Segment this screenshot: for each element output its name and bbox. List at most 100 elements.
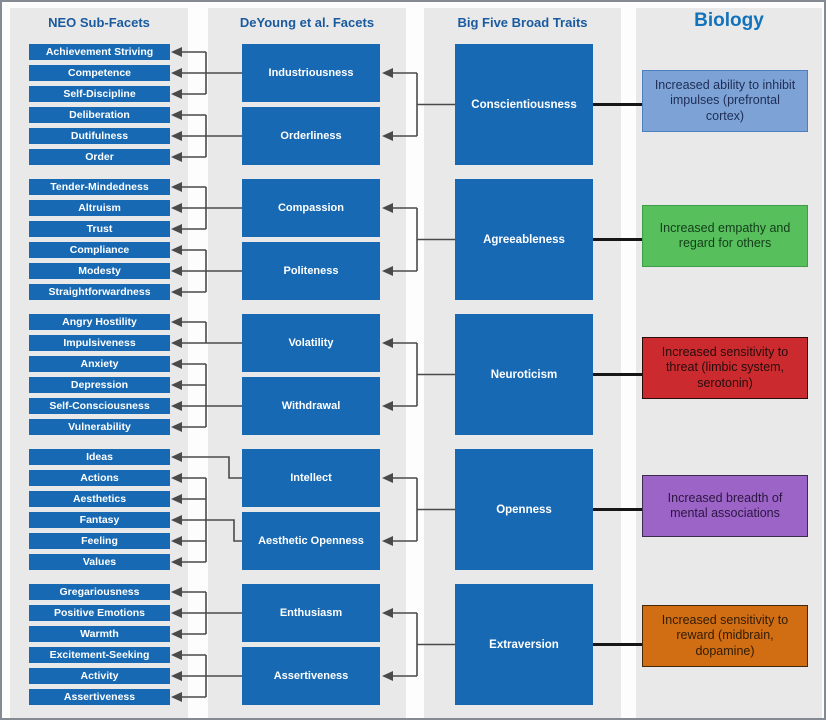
facet-assertiveness-label: Assertiveness <box>273 670 349 682</box>
sub-facet-straightforwardness-label: Straightforwardness <box>48 286 151 298</box>
sub-facet-deliberation-label: Deliberation <box>69 109 130 121</box>
sub-facet-values-label: Values <box>82 556 117 568</box>
facet-orderliness-label: Orderliness <box>280 130 342 142</box>
biology-box-openness: Increased breadth of mental associations <box>642 475 808 537</box>
sub-facet-values: Values <box>29 554 170 570</box>
facet-compassion: Compassion <box>242 179 380 237</box>
sub-facet-self-discipline-label: Self-Discipline <box>63 88 136 100</box>
sub-facet-activity-label: Activity <box>80 670 119 682</box>
biology-box-neuroticism-label: Increased sensitivity to threat (limbic … <box>661 345 789 390</box>
sub-facet-tender-mindedness-label: Tender-Mindedness <box>50 181 149 193</box>
trait-agreeableness: Agreeableness <box>455 179 593 300</box>
facet-orderliness: Orderliness <box>242 107 380 165</box>
sub-facet-altruism-label: Altruism <box>78 202 121 214</box>
facet-withdrawal-label: Withdrawal <box>281 400 341 412</box>
sub-facet-angry-hostility-label: Angry Hostility <box>62 316 137 328</box>
sub-facet-competence: Competence <box>29 65 170 81</box>
biology-box-extraversion: Increased sensitivity to reward (midbrai… <box>642 605 808 667</box>
facet-enthusiasm: Enthusiasm <box>242 584 380 642</box>
biology-box-openness-label: Increased breadth of mental associations <box>667 490 783 520</box>
sub-facet-dutifulness: Dutifulness <box>29 128 170 144</box>
trait-openness: Openness <box>455 449 593 570</box>
sub-facet-fantasy-label: Fantasy <box>79 514 120 526</box>
sub-facet-competence-label: Competence <box>67 67 131 79</box>
sub-facet-self-discipline: Self-Discipline <box>29 86 170 102</box>
sub-facet-compliance-label: Compliance <box>69 244 130 256</box>
trait-neuroticism: Neuroticism <box>455 314 593 435</box>
sub-facet-aesthetics: Aesthetics <box>29 491 170 507</box>
sub-facet-vulnerability-label: Vulnerability <box>68 421 131 433</box>
sub-facet-achievement-striving-label: Achievement Striving <box>45 46 154 58</box>
facet-volatility: Volatility <box>242 314 380 372</box>
sub-facet-achievement-striving: Achievement Striving <box>29 44 170 60</box>
sub-facet-compliance: Compliance <box>29 242 170 258</box>
sub-facet-altruism: Altruism <box>29 200 170 216</box>
facet-aesthetic-openness-label: Aesthetic Openness <box>258 535 364 547</box>
sub-facet-straightforwardness: Straightforwardness <box>29 284 170 300</box>
facet-withdrawal: Withdrawal <box>242 377 380 435</box>
sub-facet-actions: Actions <box>29 470 170 486</box>
trait-openness-label: Openness <box>496 503 552 516</box>
sub-facet-actions-label: Actions <box>80 472 119 484</box>
biology-box-conscientiousness-label: Increased ability to inhibit impulses (p… <box>654 78 796 123</box>
biology-box-agreeableness: Increased empathy and regard for others <box>642 205 808 267</box>
biology-box-neuroticism: Increased sensitivity to threat (limbic … <box>642 337 808 399</box>
sub-facet-impulsiveness: Impulsiveness <box>29 335 170 351</box>
facet-assertiveness: Assertiveness <box>242 647 380 705</box>
sub-facet-warmth: Warmth <box>29 626 170 642</box>
trait-extraversion: Extraversion <box>455 584 593 705</box>
sub-facet-assertiveness: Assertiveness <box>29 689 170 705</box>
sub-facet-order-label: Order <box>85 151 114 163</box>
sub-facet-warmth-label: Warmth <box>80 628 119 640</box>
facet-industriousness: Industriousness <box>242 44 380 102</box>
facet-industriousness-label: Industriousness <box>268 67 354 79</box>
sub-facet-trust-label: Trust <box>86 223 113 235</box>
trait-agreeableness-label: Agreeableness <box>483 233 565 246</box>
sub-facet-positive-emotions: Positive Emotions <box>29 605 170 621</box>
sub-facet-modesty-label: Modesty <box>78 265 121 277</box>
facet-intellect-label: Intellect <box>290 472 332 484</box>
facet-politeness: Politeness <box>242 242 380 300</box>
trait-neuroticism-label: Neuroticism <box>490 368 558 381</box>
sub-facet-excitement-seeking: Excitement-Seeking <box>29 647 170 663</box>
facet-intellect: Intellect <box>242 449 380 507</box>
biology-box-extraversion-label: Increased sensitivity to reward (midbrai… <box>661 613 789 658</box>
trait-extraversion-label: Extraversion <box>489 638 559 651</box>
sub-facet-depression: Depression <box>29 377 170 393</box>
sub-facet-modesty: Modesty <box>29 263 170 279</box>
column-header-neo-sub-facets: NEO Sub-Facets <box>48 15 150 30</box>
biology-box-agreeableness-label: Increased empathy and regard for others <box>659 220 791 250</box>
column-header-big-five: Big Five Broad Traits <box>457 15 588 30</box>
sub-facet-aesthetics-label: Aesthetics <box>72 493 127 505</box>
sub-facet-feeling-label: Feeling <box>81 535 118 547</box>
biology-box-conscientiousness: Increased ability to inhibit impulses (p… <box>642 70 808 132</box>
sub-facet-deliberation: Deliberation <box>29 107 170 123</box>
sub-facet-anxiety: Anxiety <box>29 356 170 372</box>
trait-conscientiousness: Conscientiousness <box>455 44 593 165</box>
sub-facet-trust: Trust <box>29 221 170 237</box>
facet-politeness-label: Politeness <box>283 265 339 277</box>
sub-facet-fantasy: Fantasy <box>29 512 170 528</box>
sub-facet-assertiveness-label: Assertiveness <box>63 691 136 703</box>
sub-facet-impulsiveness-label: Impulsiveness <box>63 337 136 349</box>
sub-facet-anxiety-label: Anxiety <box>80 358 119 370</box>
sub-facet-self-consciousness-label: Self-Consciousness <box>49 400 150 412</box>
facet-enthusiasm-label: Enthusiasm <box>279 607 343 619</box>
sub-facet-tender-mindedness: Tender-Mindedness <box>29 179 170 195</box>
sub-facet-self-consciousness: Self-Consciousness <box>29 398 170 414</box>
sub-facet-ideas: Ideas <box>29 449 170 465</box>
sub-facet-positive-emotions-label: Positive Emotions <box>53 607 146 619</box>
sub-facet-dutifulness-label: Dutifulness <box>70 130 129 142</box>
facet-aesthetic-openness: Aesthetic Openness <box>242 512 380 570</box>
column-header-biology: Biology <box>694 10 764 31</box>
sub-facet-gregariousness: Gregariousness <box>29 584 170 600</box>
trait-conscientiousness-label: Conscientiousness <box>471 98 577 111</box>
sub-facet-vulnerability: Vulnerability <box>29 419 170 435</box>
sub-facet-feeling: Feeling <box>29 533 170 549</box>
column-header-deyoung-facets: DeYoung et al. Facets <box>239 15 375 30</box>
sub-facet-depression-label: Depression <box>70 379 129 391</box>
sub-facet-gregariousness-label: Gregariousness <box>59 586 140 598</box>
facet-compassion-label: Compassion <box>277 202 344 214</box>
sub-facet-activity: Activity <box>29 668 170 684</box>
